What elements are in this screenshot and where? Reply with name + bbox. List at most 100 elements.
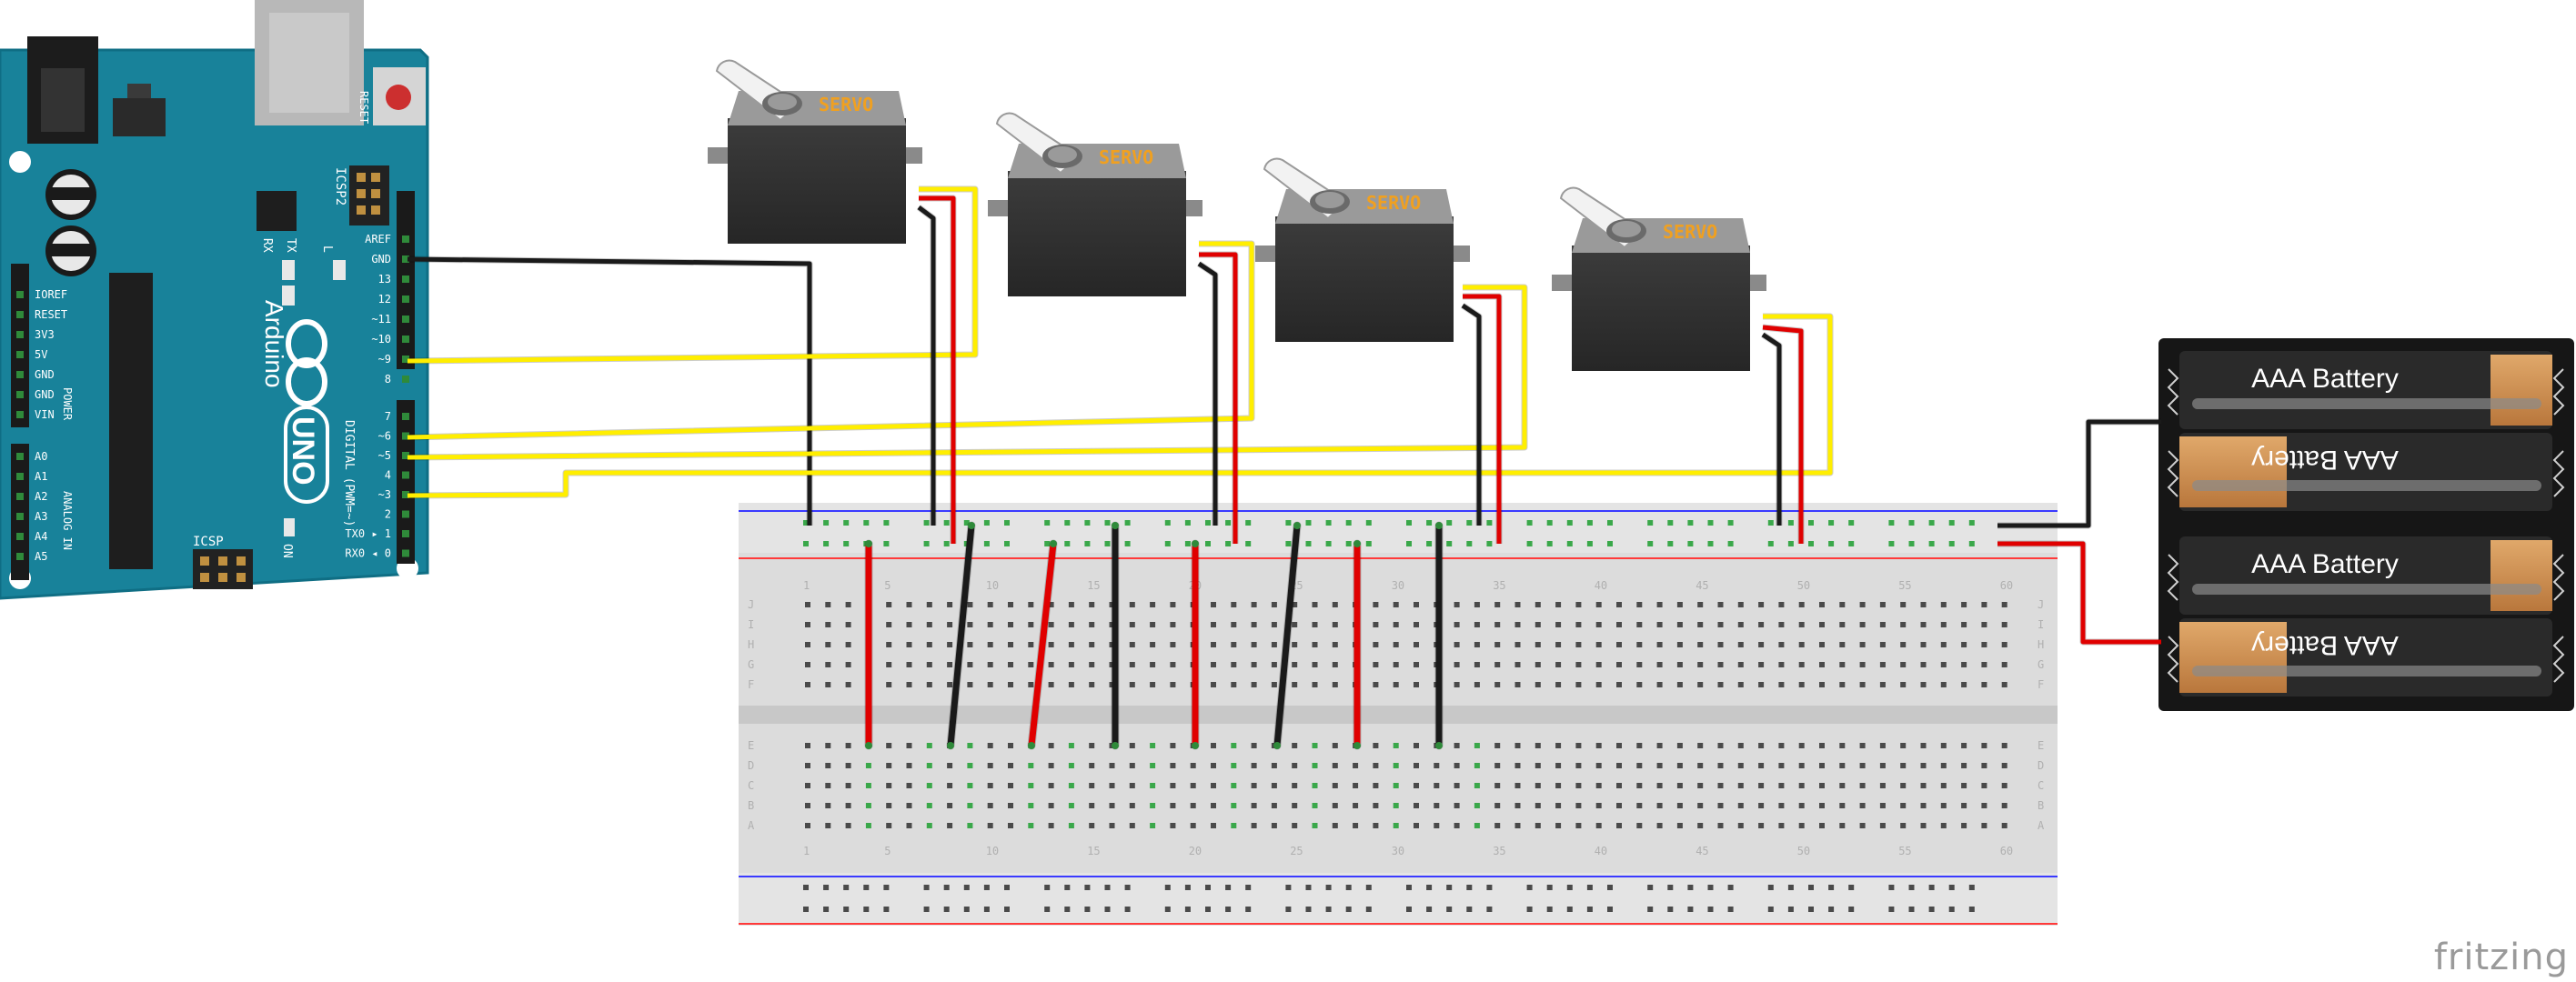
column-number: 40 [1595,845,1607,857]
column-number: 30 [1392,845,1404,857]
row-letter: B [748,799,754,812]
digital-pin-label: ~10 [371,333,391,346]
icsp2-label: ICSP2 [333,167,347,205]
digital-pin-label: ~3 [378,488,391,501]
wire [407,285,1527,460]
analog-header-label: ANALOG IN [61,491,74,550]
arduino-brand: Arduino [260,300,288,388]
icsp2-header [349,165,389,225]
digital-pin-label: RX0 ◂ 0 [345,547,391,560]
row-letter: H [2038,638,2044,651]
digital-pin-label: ~6 [378,430,391,443]
wire [407,186,978,364]
row-letter: A [2038,819,2045,832]
servo-label: SERVO [1663,221,1717,243]
bottom-power-rail [739,873,2058,926]
jumper-wire [1273,522,1301,749]
row-letter: D [2038,759,2044,772]
row-letter: E [748,739,754,752]
digital-pin-label: AREF [365,233,391,246]
digital-pin-label: 2 [385,508,391,521]
column-number: 55 [1898,579,1911,592]
column-number: 60 [2000,579,2013,592]
digital-pin-label: 7 [385,410,391,423]
column-number: 50 [1797,845,1810,857]
column-number: 55 [1898,845,1911,857]
rx-led [282,260,295,280]
wire [1463,294,1502,544]
row-letter: D [748,759,754,772]
column-number: 50 [1797,579,1810,592]
row-letter: I [2038,618,2044,631]
jumper-wire [1028,540,1057,749]
arduino-model: UNO [286,416,320,486]
column-number: 1 [803,579,810,592]
digital-pin-label: 13 [378,273,391,286]
wire [407,241,1254,440]
servo-label: SERVO [819,94,873,115]
power-pin-label: 3V3 [35,328,55,341]
analog-pin-label: A0 [35,450,47,463]
row-letter: F [2038,678,2044,691]
battery-label: AAA Battery [2251,364,2399,394]
digital-pin-label: 12 [378,293,391,306]
column-number: 10 [986,845,999,857]
on-led [284,518,295,536]
servo-label: SERVO [1366,192,1421,214]
wire [1197,261,1218,526]
column-number: 10 [986,579,999,592]
analog-pin-label: A5 [35,550,47,563]
wire [1461,303,1482,526]
digital-header-label: DIGITAL (PWM=~) [342,420,356,526]
voltage-regulator [113,98,166,136]
servo-motor: SERVO [1255,157,1470,342]
analog-pin-label: A4 [35,530,47,543]
column-number: 45 [1696,845,1708,857]
row-letter: J [748,598,754,611]
breadboard-column-numbers: 1155101015152020252530303535404045455050… [803,579,2013,857]
digital-pin-label: 8 [385,373,391,386]
power-pin-label: IOREF [35,288,67,301]
center-channel [739,706,2058,724]
wire [1997,541,2161,645]
column-number: 60 [2000,845,2013,857]
column-number: 20 [1189,845,1202,857]
column-number: 40 [1595,579,1607,592]
aaa-battery-cell: AAA Battery [2167,536,2565,615]
analog-pin-label: A2 [35,490,47,503]
row-letter: J [2038,598,2044,611]
analog-header [11,444,29,580]
servo-motor: SERVO [708,59,922,244]
row-letter: F [748,678,754,691]
wire [407,314,1833,498]
tx-led-label: TX [284,238,297,253]
l-led [333,260,346,280]
power-pin-label: RESET [35,308,67,321]
tx-led [282,286,295,306]
fritzing-watermark: fritzing [2433,937,2569,978]
microcontroller-chip [109,273,153,569]
digital-pin-label: ~9 [378,353,391,366]
row-letter: C [2038,779,2044,792]
digital-pin-label: ~5 [378,449,391,462]
mounting-hole [9,151,31,173]
digital-pin-label: ~11 [371,313,391,326]
power-pin-label: GND [35,368,55,381]
column-number: 15 [1087,579,1100,592]
column-number: 5 [884,845,891,857]
power-pin-label: VIN [35,408,55,421]
power-pin-label: 5V [35,348,47,361]
wires [407,185,2161,646]
column-number: 30 [1392,579,1404,592]
usb-chip [257,191,297,231]
reset-button-cap [386,85,411,110]
column-number: 35 [1493,845,1505,857]
digital-pin-label: TX0 ▸ 1 [345,527,391,540]
column-number: 45 [1696,579,1708,592]
arduino-uno-board: RESET ICSP2 ICSP ON RX TX L Arduino [0,0,429,600]
